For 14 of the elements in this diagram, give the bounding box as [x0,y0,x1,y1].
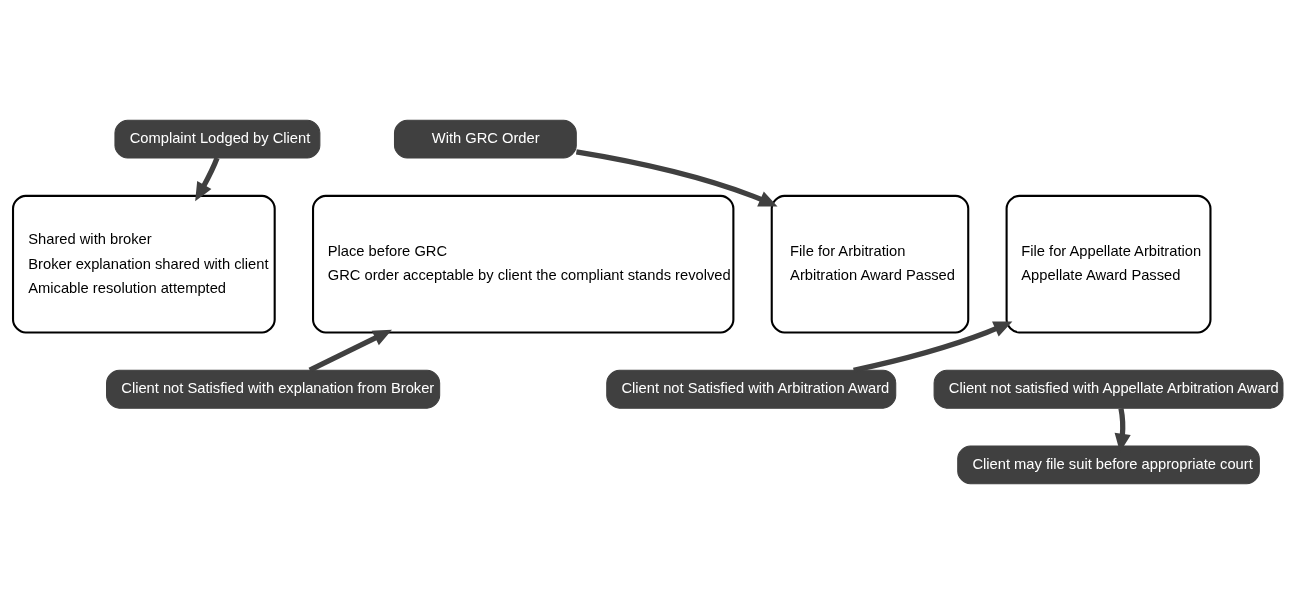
node-box: With GRC Order [393,119,577,159]
node-box: File for Appellate Arbitration Appellate Award Passed [1005,194,1212,334]
arrow [853,321,1013,373]
node-box: Client may file suit before appropriate court [957,444,1260,484]
arrow [195,156,220,201]
node-box: Client not Satisfied with Arbitration Award [606,369,897,409]
node-box: Shared with broker Broker explanation shared with client Amicable resolution attempted [11,194,276,334]
arrow [308,329,392,372]
node-box: Client not satisfied with Appellate Arbitration Award [933,369,1284,409]
node-box: Complaint Lodged by Client [114,119,321,159]
arrow [575,148,778,207]
node-box: Client not Satisfied with explanation from Broker [106,369,441,409]
node-box: File for Arbitration Arbitration Award Passed [770,194,970,334]
node-box: Place before GRC GRC order acceptable by client the compliant stands revolved [312,194,735,334]
